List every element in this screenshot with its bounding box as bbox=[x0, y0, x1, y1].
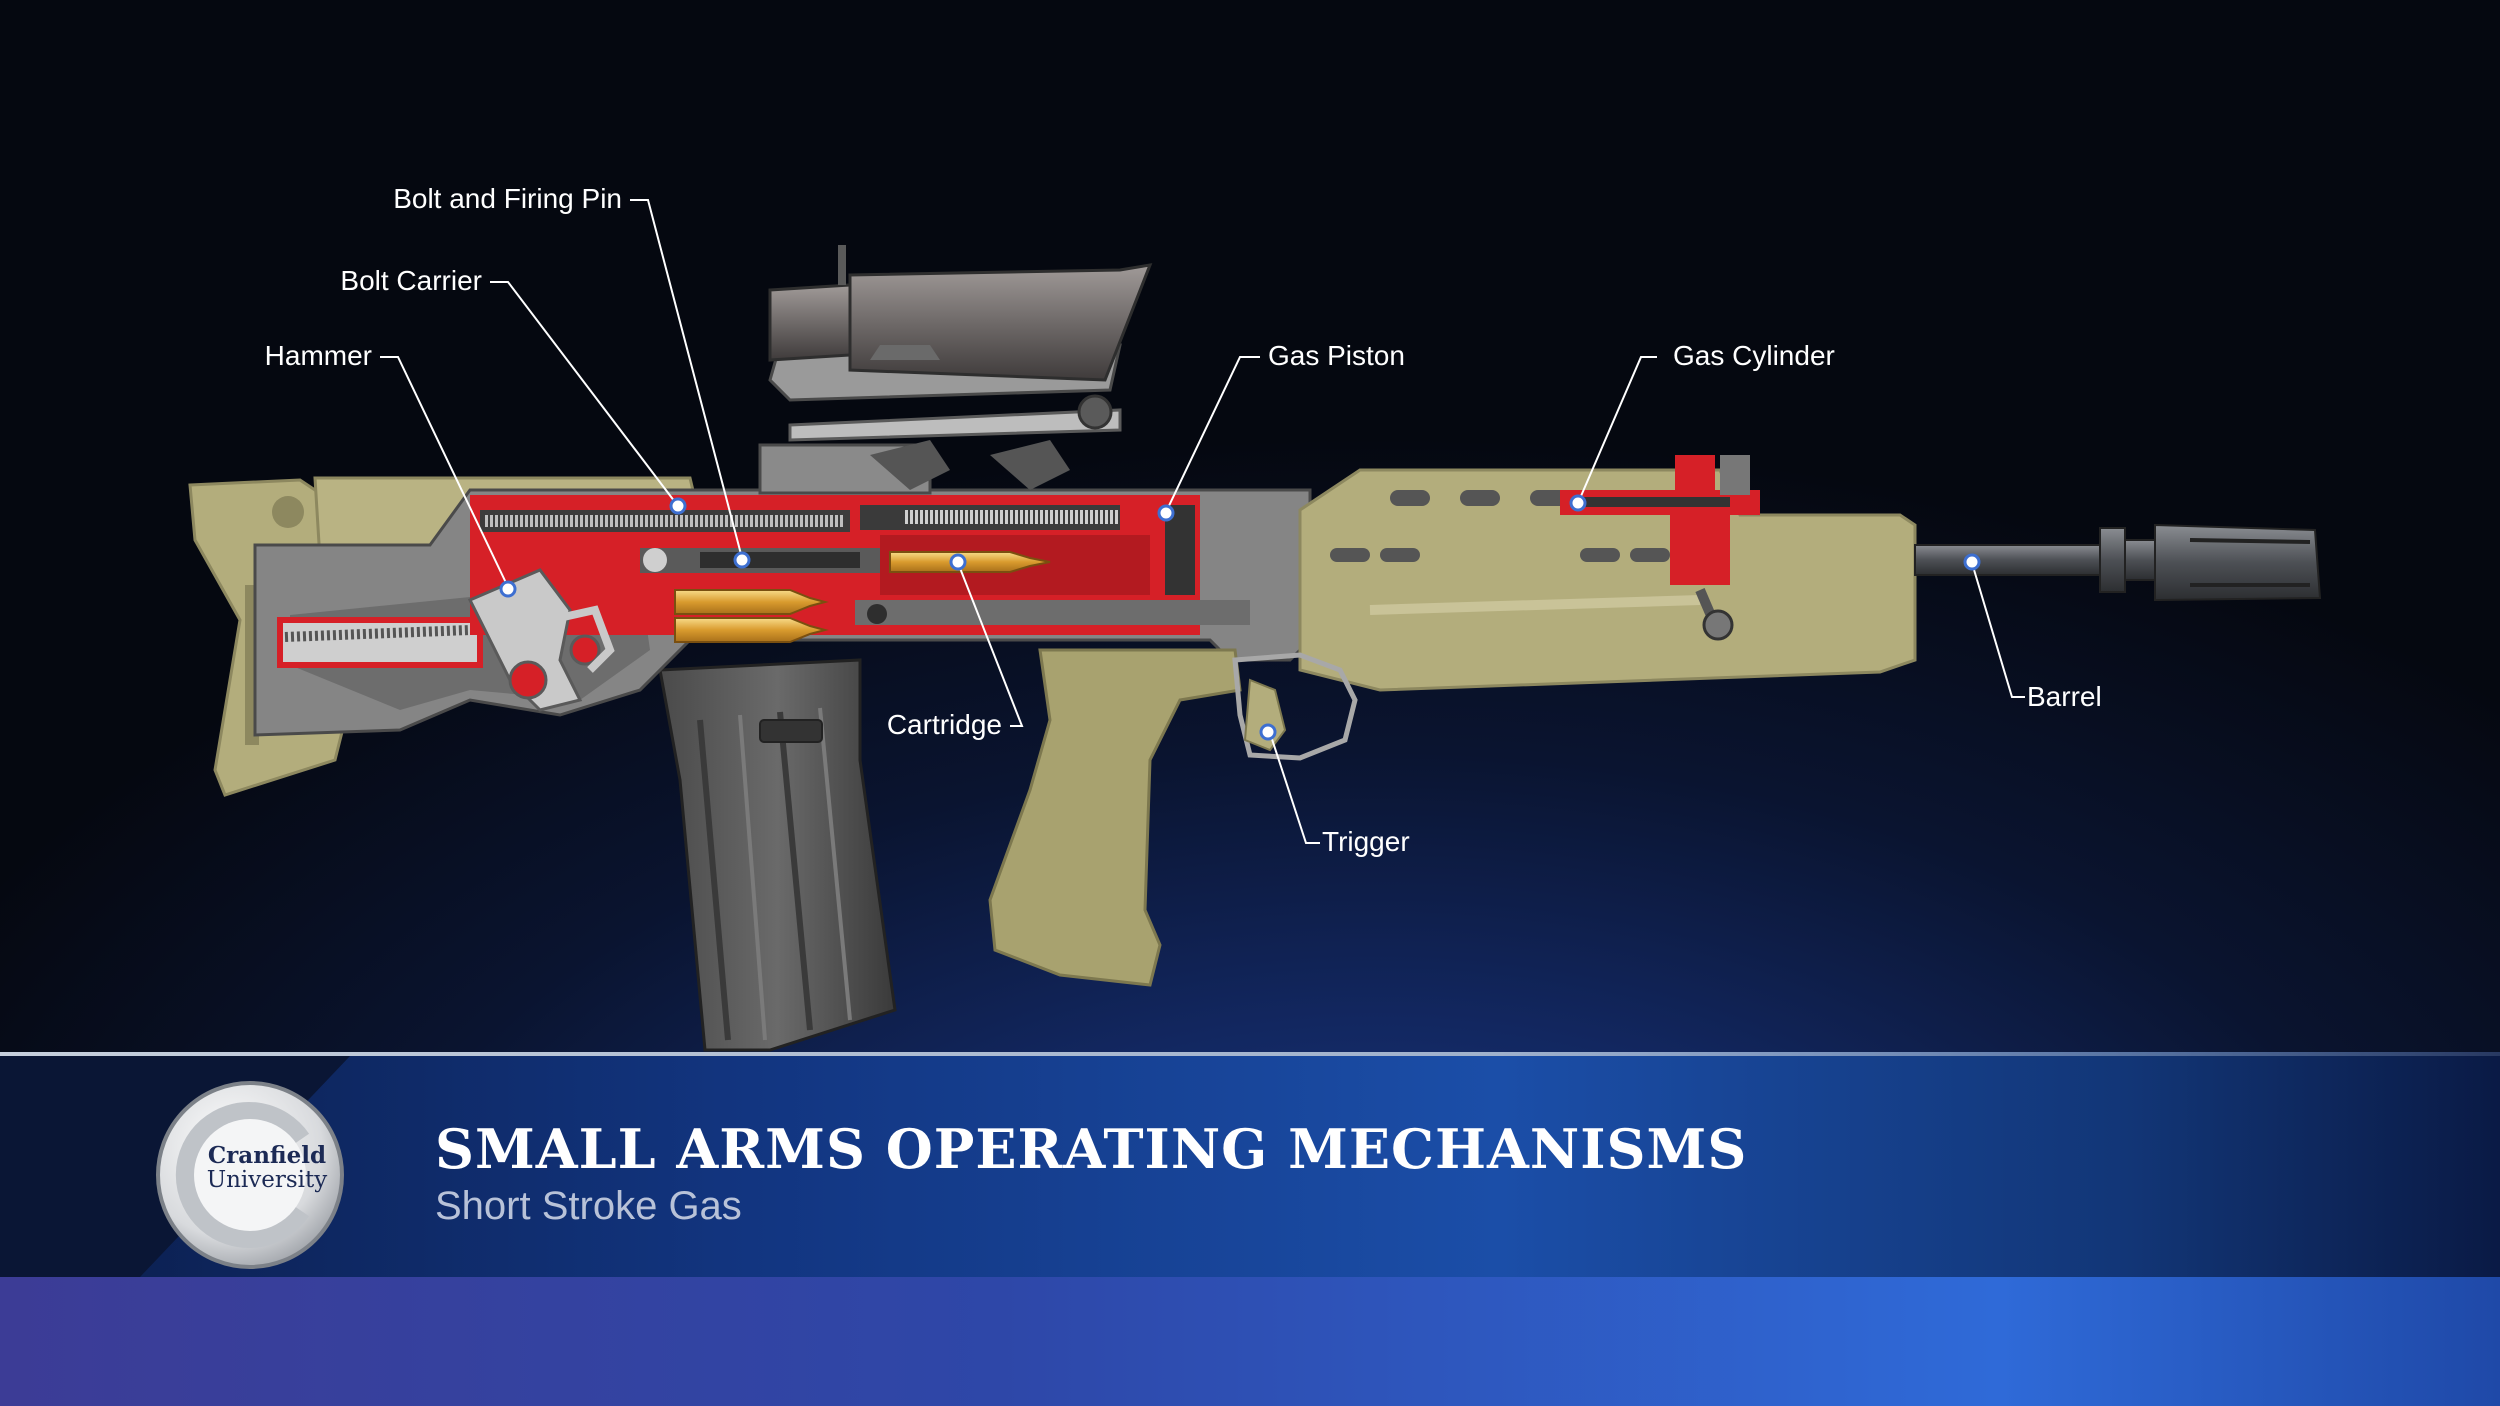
bottom-band bbox=[0, 1277, 2500, 1406]
dot-gas-cylinder bbox=[1571, 496, 1585, 510]
label-cartridge: Cartridge bbox=[800, 708, 1002, 742]
label-gas-piston: Gas Piston bbox=[1268, 339, 1405, 373]
dot-gas-piston bbox=[1159, 506, 1173, 520]
handguard bbox=[1300, 455, 1915, 690]
dot-hammer bbox=[501, 582, 515, 596]
page-title: SMALL ARMS OPERATING MECHANISMS bbox=[435, 1118, 1747, 1180]
dot-bolt-carrier bbox=[671, 499, 685, 513]
dot-trigger bbox=[1261, 725, 1275, 739]
label-bolt-and-firing-pin: Bolt and Firing Pin bbox=[300, 182, 622, 216]
label-barrel: Barrel bbox=[2027, 680, 2102, 714]
dot-cartridge bbox=[951, 555, 965, 569]
bolt-group-cutaway bbox=[470, 495, 1250, 642]
logo-wordmark: Cranfield University bbox=[182, 1143, 352, 1193]
label-trigger: Trigger bbox=[1322, 825, 1410, 859]
page-subtitle: Short Stroke Gas bbox=[435, 1182, 742, 1230]
dot-barrel bbox=[1965, 555, 1979, 569]
label-bolt-carrier: Bolt Carrier bbox=[220, 264, 482, 298]
banner-top-rule bbox=[0, 1052, 2500, 1056]
logo-line2: University bbox=[182, 1168, 352, 1193]
pistol-grip bbox=[990, 650, 1355, 985]
logo-line1: Cranfield bbox=[208, 1142, 326, 1169]
dot-bolt-and-firing-pin bbox=[735, 553, 749, 567]
label-gas-cylinder: Gas Cylinder bbox=[1673, 339, 1835, 373]
label-hammer: Hammer bbox=[180, 339, 372, 373]
optical-sight bbox=[760, 245, 1150, 493]
